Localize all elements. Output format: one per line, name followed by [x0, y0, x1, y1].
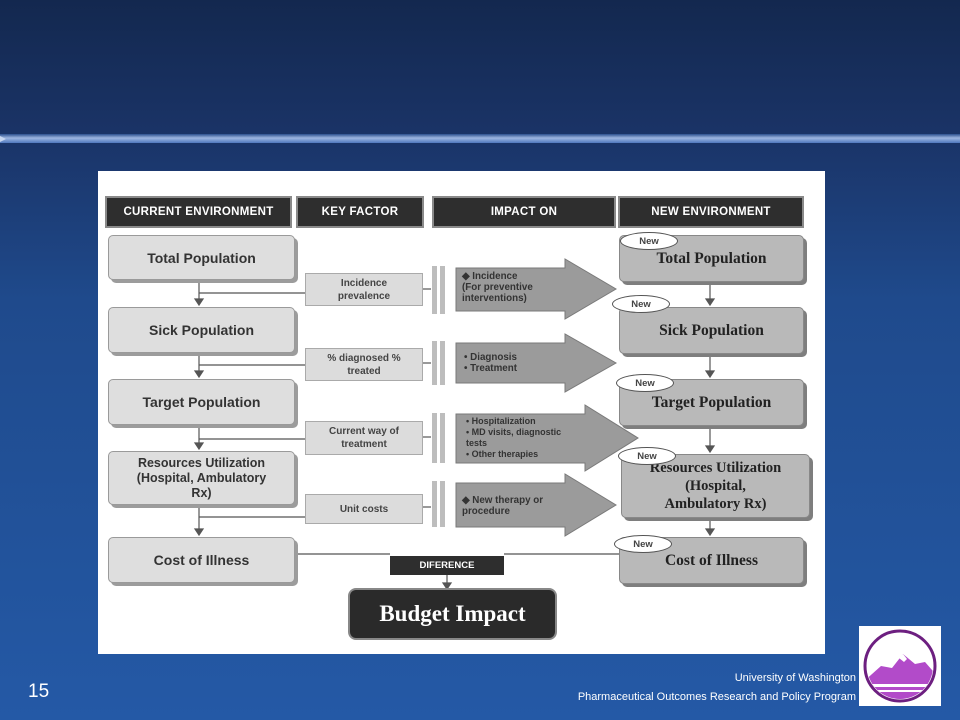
- new-tag: New: [612, 295, 670, 313]
- header-key-factor: KEY FACTOR: [298, 198, 422, 226]
- impact-arrow-4: [455, 473, 617, 537]
- key-factor-diagnosed: % diagnosed % treated: [305, 348, 423, 381]
- key-factor-current-treatment: Current way of treatment: [305, 421, 423, 455]
- budget-impact-box: Budget Impact: [348, 588, 557, 640]
- footer-program: Pharmaceutical Outcomes Research and Pol…: [577, 691, 856, 703]
- impact-arrow-2: [455, 333, 618, 393]
- footer-university: University of Washington: [734, 672, 856, 684]
- title-divider: [0, 134, 960, 143]
- key-factor-unit-costs: Unit costs: [305, 494, 423, 524]
- impact-arrow-1: [455, 258, 617, 320]
- current-sick-population: Sick Population: [108, 307, 295, 353]
- new-tag: New: [620, 232, 678, 250]
- divider-tip: [0, 136, 6, 142]
- header-impact-on: IMPACT ON: [434, 198, 614, 226]
- mountain-logo-icon: [863, 629, 937, 703]
- difference-label: DIFERENCE: [390, 556, 504, 575]
- header-new-environment: NEW ENVIRONMENT: [620, 198, 802, 226]
- impact-new-therapy: ◆ New therapy or procedure: [462, 495, 544, 517]
- current-cost-of-illness: Cost of Illness: [108, 537, 295, 583]
- new-tag: New: [616, 374, 674, 392]
- new-tag: New: [618, 447, 676, 465]
- program-logo: [859, 626, 941, 706]
- key-factor-incidence: Incidence prevalence: [305, 273, 423, 306]
- slide-number: 15: [28, 681, 50, 702]
- impact-incidence: ◆ Incidence (For preventive intervention…: [462, 271, 533, 304]
- budget-impact-diagram: CURRENT ENVIRONMENT KEY FACTOR IMPACT ON…: [98, 171, 825, 654]
- new-tag: New: [614, 535, 672, 553]
- impact-diagnosis-treatment: • Diagnosis • Treatment: [464, 352, 517, 374]
- new-sick-population: Sick Population: [619, 307, 804, 354]
- new-resources-utilization: Resources Utilization (Hospital, Ambulat…: [621, 454, 810, 518]
- current-total-population: Total Population: [108, 235, 295, 280]
- impact-arrow-3: [455, 404, 639, 472]
- header-current-environment: CURRENT ENVIRONMENT: [107, 198, 290, 226]
- current-target-population: Target Population: [108, 379, 295, 425]
- impact-resources: • Hospitalization • MD visits, diagnosti…: [466, 416, 562, 459]
- footer: University of Washington Pharmaceutical …: [578, 669, 856, 707]
- connector-lines: [193, 258, 716, 591]
- current-resources-utilization: Resources Utilization (Hospital, Ambulat…: [108, 451, 295, 505]
